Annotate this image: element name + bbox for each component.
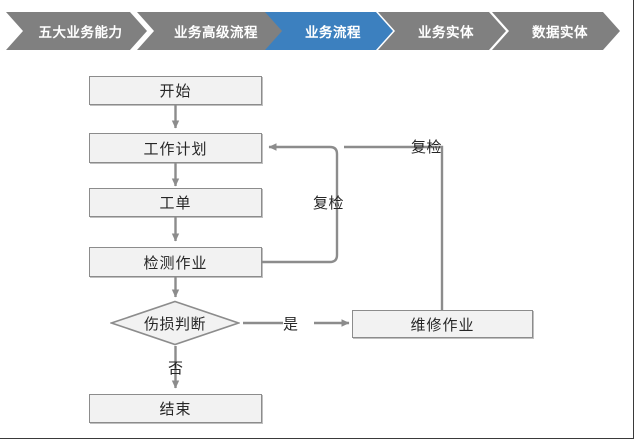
breadcrumb-item-1[interactable]: 五大业务能力 bbox=[6, 12, 147, 50]
breadcrumb-item-1-label: 五大业务能力 bbox=[38, 25, 123, 40]
breadcrumb-item-3-label: 业务流程 bbox=[305, 25, 361, 40]
flow-node-start[interactable]: 开始 bbox=[89, 76, 262, 105]
breadcrumb-item-4[interactable]: 业务实体 bbox=[378, 12, 506, 50]
flow-node-work-order[interactable]: 工单 bbox=[89, 188, 262, 217]
edge-label-yes: 是 bbox=[283, 316, 299, 333]
flow-node-work-plan-label: 工作计划 bbox=[143, 140, 208, 158]
flow-node-inspection-label: 检测作业 bbox=[143, 254, 208, 272]
flow-node-repair[interactable]: 维修作业 bbox=[352, 310, 533, 338]
flow-node-repair-label: 维修作业 bbox=[410, 316, 475, 334]
edge-label-recheck-inner: 复检 bbox=[313, 195, 345, 212]
flow-node-work-order-label: 工单 bbox=[159, 195, 192, 212]
breadcrumb: 五大业务能力 业务高级流程 业务流程 业务实体 数据实体 bbox=[0, 12, 634, 50]
breadcrumb-item-2-label: 业务高级流程 bbox=[174, 25, 258, 40]
breadcrumb-item-2[interactable]: 业务高级流程 bbox=[137, 12, 287, 50]
edge-label-recheck-outer: 复检 bbox=[411, 139, 443, 156]
breadcrumb-item-5[interactable]: 数据实体 bbox=[492, 12, 620, 50]
flow-node-inspection[interactable]: 检测作业 bbox=[89, 247, 262, 277]
breadcrumb-item-5-label: 数据实体 bbox=[532, 25, 588, 40]
breadcrumb-item-3[interactable]: 业务流程 bbox=[265, 12, 393, 50]
flow-node-damage-judgement-label: 伤损判断 bbox=[143, 315, 206, 333]
flow-node-end[interactable]: 结束 bbox=[89, 394, 262, 423]
breadcrumb-item-4-label: 业务实体 bbox=[418, 25, 474, 40]
flow-node-start-label: 开始 bbox=[159, 83, 192, 100]
flow-node-work-plan[interactable]: 工作计划 bbox=[89, 133, 262, 163]
edge-label-no: 否 bbox=[168, 360, 184, 377]
flow-node-end-label: 结束 bbox=[159, 401, 192, 418]
flow-node-damage-judgement[interactable]: 伤损判断 bbox=[110, 300, 240, 346]
